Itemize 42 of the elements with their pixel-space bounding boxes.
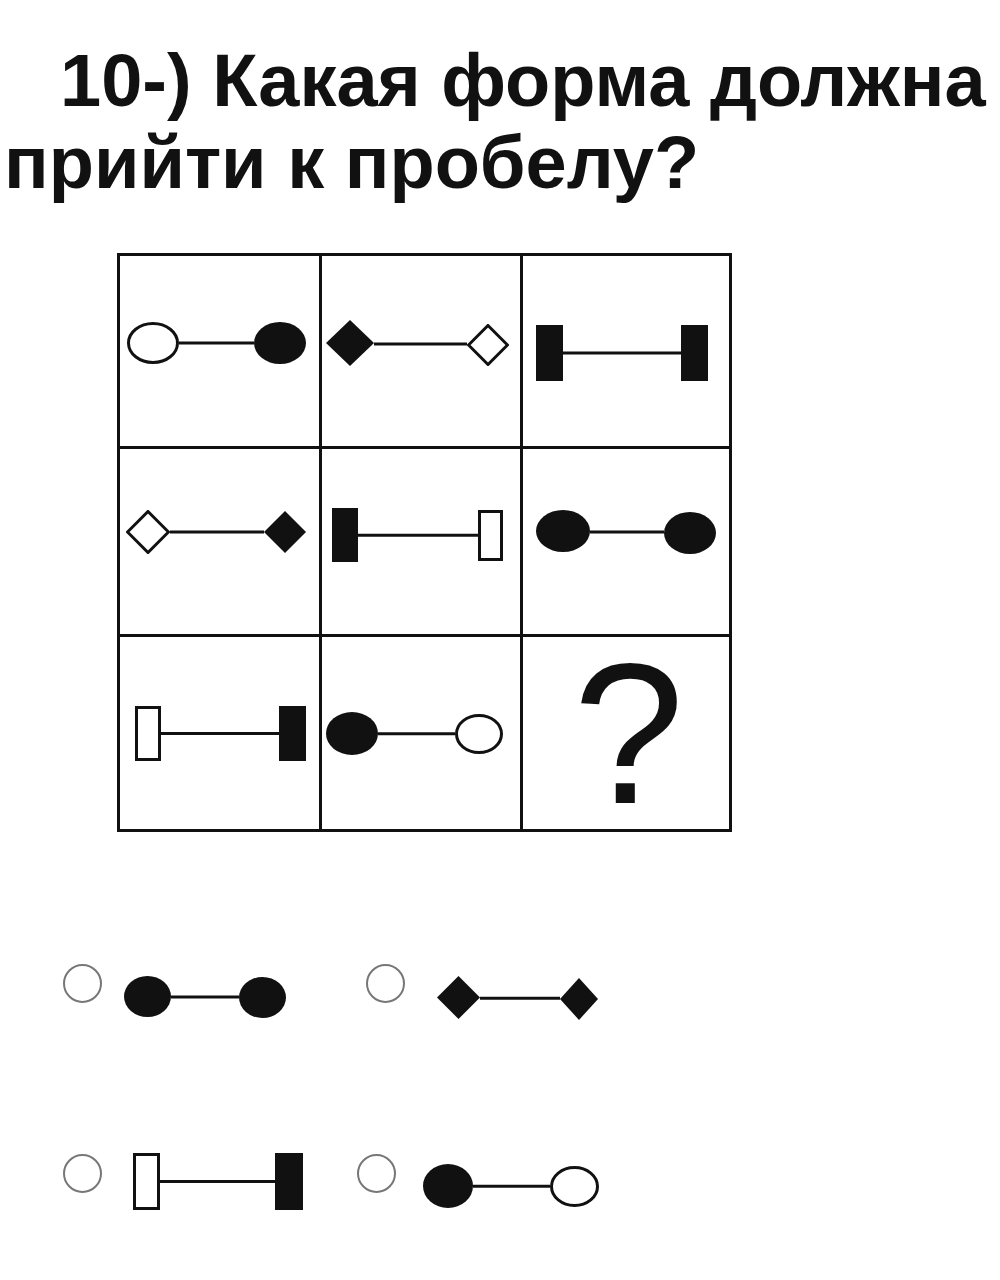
- connector-line: [480, 996, 560, 1000]
- connector-line: [161, 732, 279, 735]
- connector-line: [160, 1180, 275, 1183]
- solid-circle-icon: [664, 512, 716, 554]
- connector-line: [179, 341, 254, 345]
- open-bar-icon: [478, 510, 503, 561]
- solid-circle-icon: [423, 1164, 473, 1208]
- connector-line: [358, 533, 478, 537]
- solid-bar-icon: [681, 325, 708, 381]
- solid-diamond-icon: [264, 511, 306, 553]
- question-title: 10-) Какая форма должна прийти к пробелу?: [4, 40, 987, 204]
- connector-line: [473, 1184, 550, 1188]
- open-bar-icon: [133, 1153, 160, 1210]
- connector-line: [563, 351, 681, 355]
- open-circle-icon: [455, 714, 503, 754]
- solid-diamond-icon: [560, 978, 598, 1020]
- connector-line: [378, 732, 455, 736]
- grid-cell: [117, 253, 322, 449]
- open-bar-icon: [135, 706, 161, 761]
- solid-circle-icon: [536, 510, 590, 552]
- connector-line: [171, 995, 239, 999]
- open-circle-icon: [550, 1166, 599, 1207]
- solid-diamond-icon: [437, 976, 480, 1019]
- connector-line: [374, 342, 467, 346]
- open-diamond-icon: [467, 324, 509, 366]
- connector-line: [590, 530, 664, 534]
- solid-bar-icon: [275, 1153, 303, 1210]
- solid-bar-icon: [279, 706, 306, 761]
- grid-cell: [520, 634, 732, 832]
- solid-circle-icon: [239, 977, 286, 1018]
- question-mark: ?: [573, 659, 685, 809]
- solid-circle-icon: [124, 976, 171, 1017]
- solid-circle-icon: [326, 712, 378, 755]
- solid-bar-icon: [332, 508, 358, 562]
- grid-cell: [117, 634, 322, 832]
- grid-cell: [520, 253, 732, 449]
- solid-diamond-icon: [326, 320, 374, 366]
- open-circle-icon: [127, 322, 179, 364]
- solid-circle-icon: [254, 322, 306, 364]
- open-diamond-icon: [126, 510, 170, 554]
- connector-line: [170, 530, 264, 534]
- solid-bar-icon: [536, 325, 563, 381]
